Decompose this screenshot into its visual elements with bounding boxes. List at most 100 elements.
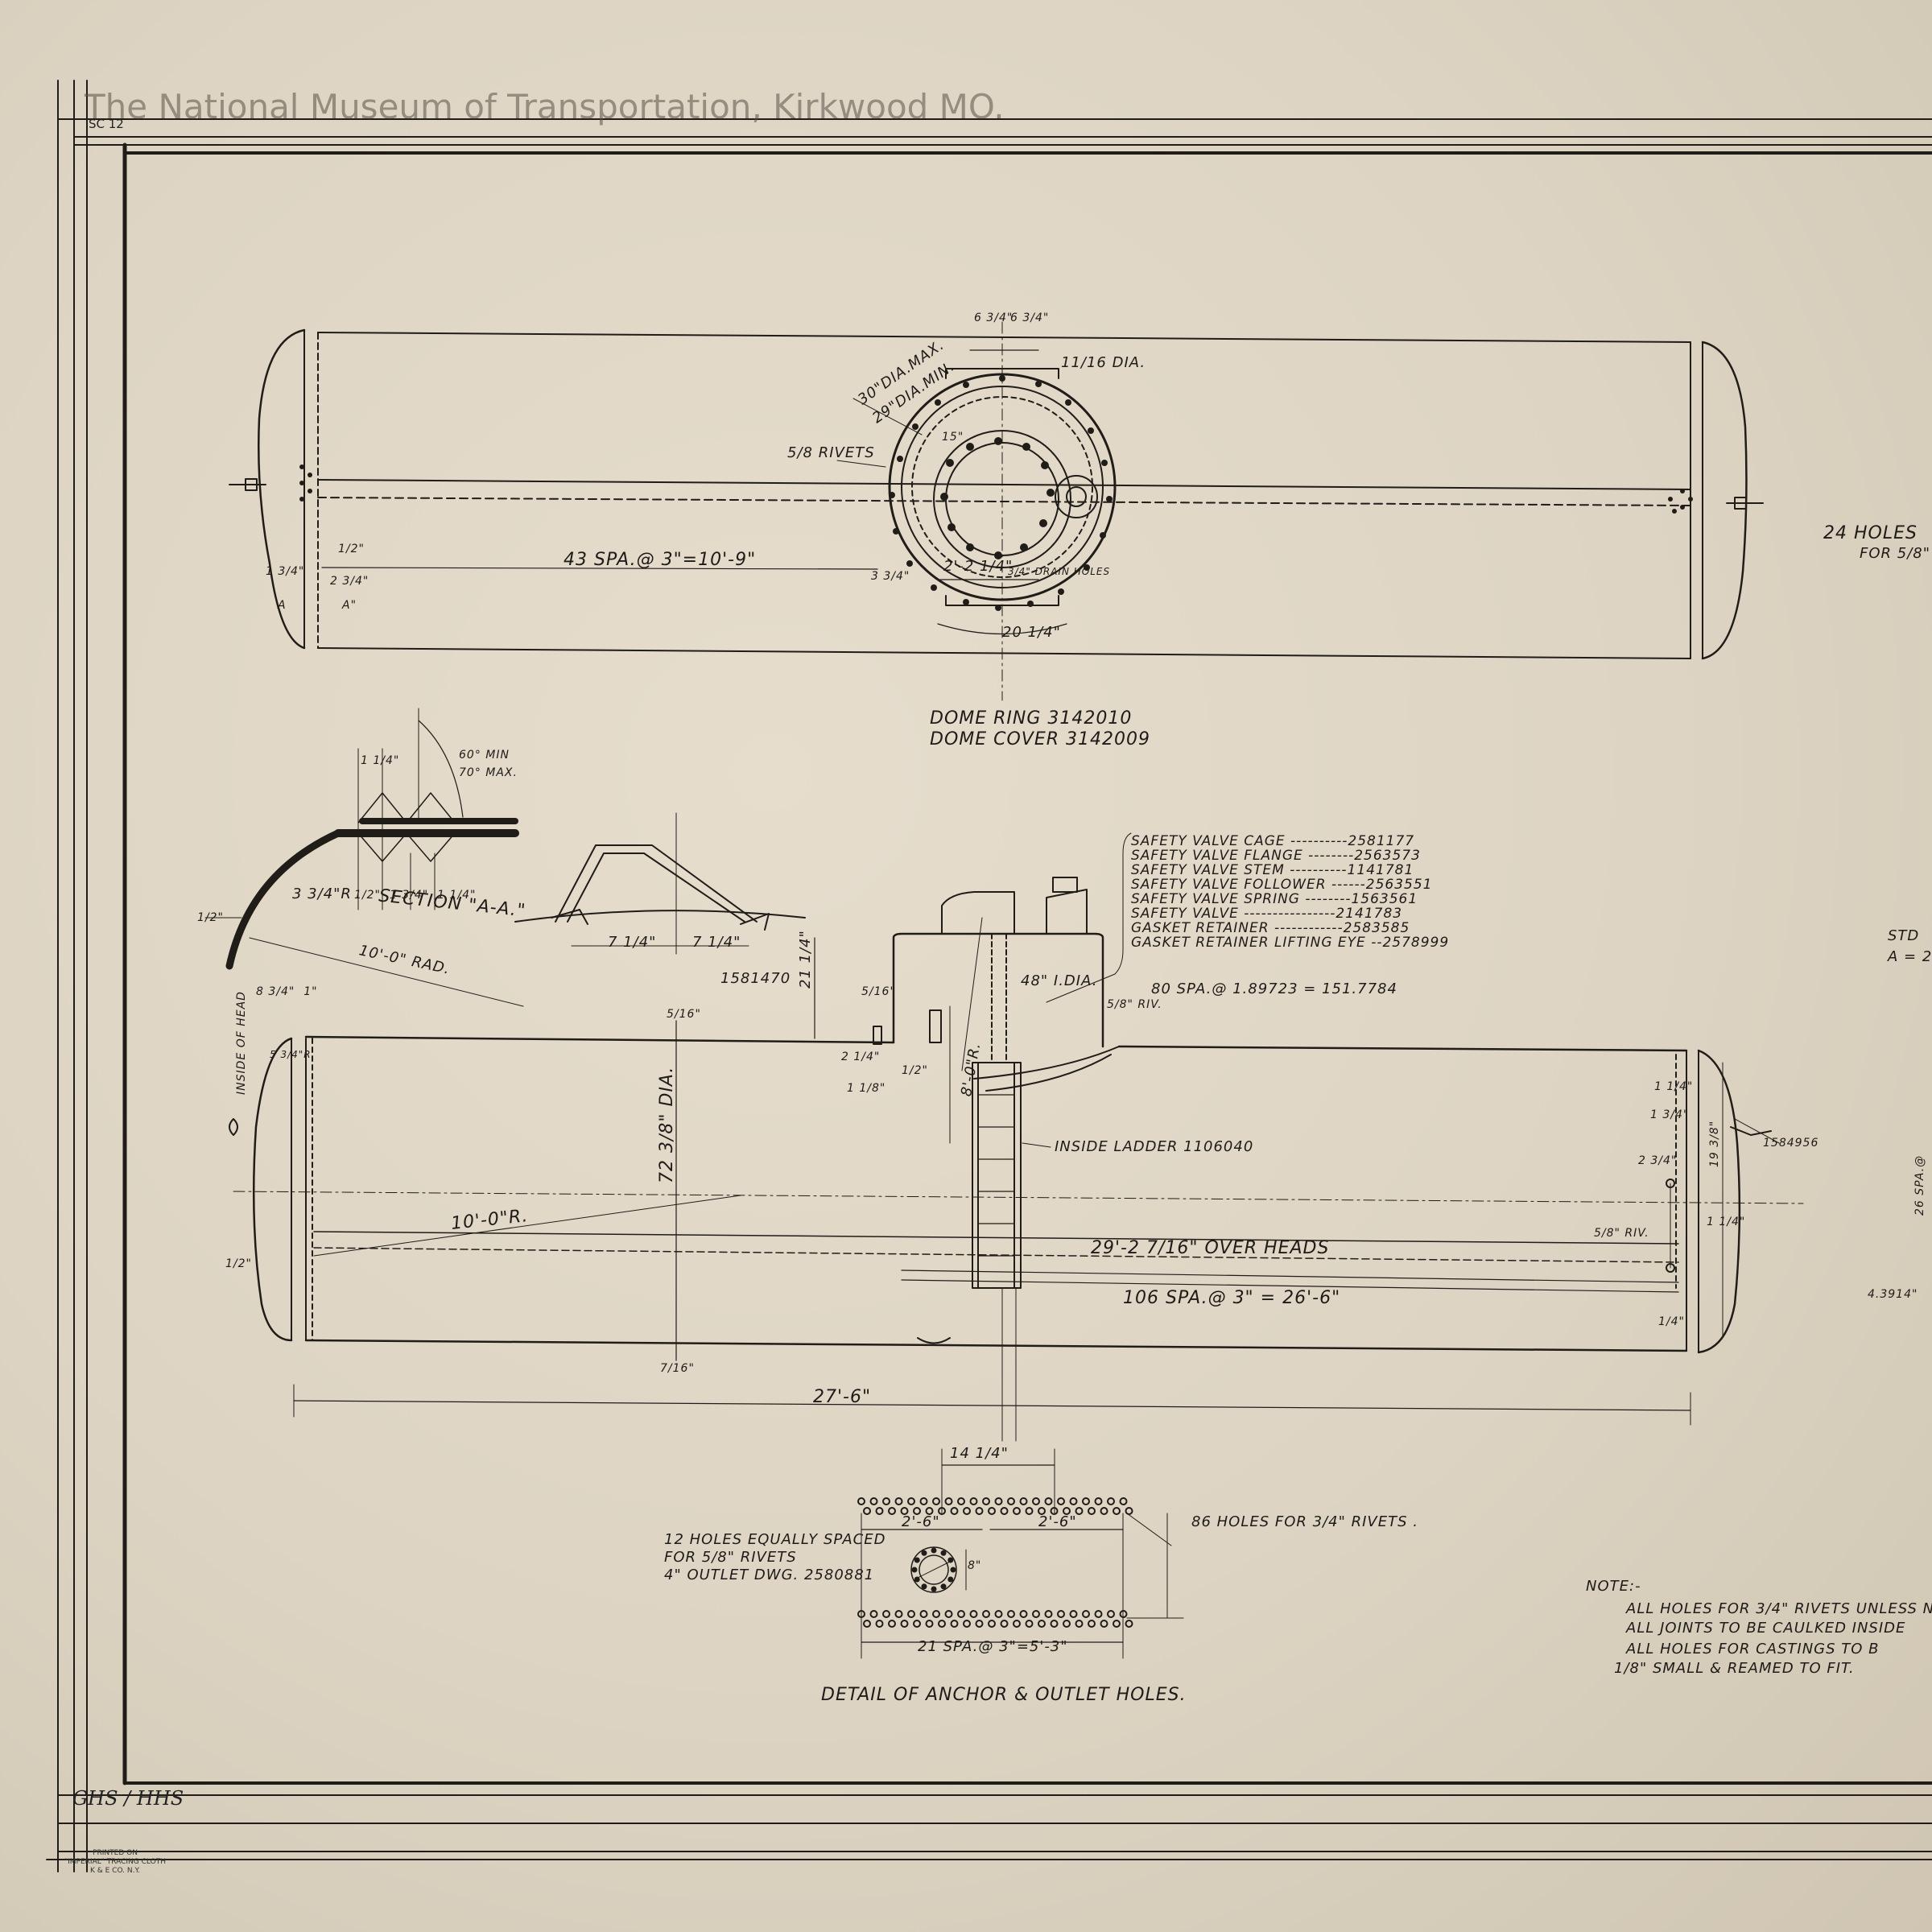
anchor-rivet-hole xyxy=(1007,1497,1015,1505)
elev-riv-5-8-b: 5/8" RIV. xyxy=(1594,1227,1649,1240)
anchor-rivet-hole xyxy=(913,1620,921,1628)
anchor-rivet-hole xyxy=(882,1497,890,1505)
elev-over-heads: 29'-2 7/16" OVER HEADS xyxy=(1091,1238,1330,1258)
anchor-rivet-hole xyxy=(1032,1610,1040,1618)
outlet-rivet-hole xyxy=(914,1576,920,1583)
elev-dim-21: 21 1/4" xyxy=(797,930,814,989)
elev-dim-half: 1/2" xyxy=(225,1257,252,1270)
anchor-rivet-hole xyxy=(869,1610,878,1618)
anchor-holes-86: 86 HOLES FOR 3/4" RIVETS . xyxy=(1191,1513,1418,1530)
anchor-rivet-hole xyxy=(1119,1610,1128,1618)
section-angle-max: 70° MAX. xyxy=(459,766,518,779)
anchor-dim-14: 14 1/4" xyxy=(950,1445,1009,1462)
anchor-rivet-hole xyxy=(857,1610,865,1618)
elev-riv-5-8: 5/8" RIV. xyxy=(1107,998,1162,1011)
anchor-rivet-hole xyxy=(882,1610,890,1618)
section-radius: 3 3/4"R xyxy=(292,886,352,902)
anchor-rivet-hole xyxy=(1094,1610,1103,1618)
elev-part-1584956: 1584956 xyxy=(1763,1137,1819,1150)
saddle-dim-right: 7 1/4" xyxy=(692,934,741,951)
anchor-rivet-hole xyxy=(969,1497,978,1505)
anchor-rivet-hole xyxy=(932,1497,940,1505)
plan-holes-for: FOR 5/8" xyxy=(1860,545,1930,562)
anchor-rivet-hole xyxy=(1013,1620,1021,1628)
anchor-holes-12-a: 12 HOLES EQUALLY SPACED xyxy=(664,1531,886,1548)
elev-overall-length: 27'-6" xyxy=(813,1387,872,1407)
anchor-rivet-hole xyxy=(857,1497,865,1505)
anchor-rivet-hole xyxy=(1019,1610,1028,1618)
printer-note: PRINTED ON "IMPERIAL" TRACING CLOTH K & … xyxy=(64,1849,166,1875)
anchor-rivet-hole xyxy=(969,1610,978,1618)
anchor-rivet-hole xyxy=(1044,1610,1053,1618)
anchor-rivet-rows xyxy=(857,1497,1133,1628)
anchor-detail-title: DETAIL OF ANCHOR & OUTLET HOLES. xyxy=(821,1685,1187,1705)
anchor-rivet-hole xyxy=(963,1620,971,1628)
outlet-rivet-hole xyxy=(940,1550,947,1556)
right-spa26: 26 SPA.@ xyxy=(1913,1154,1926,1216)
anchor-rivet-hole xyxy=(944,1497,953,1505)
anchor-holes-12-b: FOR 5/8" RIVETS xyxy=(664,1549,797,1566)
anchor-rivet-hole xyxy=(919,1497,928,1505)
elev-inside-ladder: INSIDE LADDER 1106040 xyxy=(1055,1138,1254,1155)
anchor-rivet-hole xyxy=(1038,1507,1046,1515)
plan-rivets-label: 5/8 RIVETS xyxy=(787,444,875,461)
valve-part-item: SAFETY VALVE ----------------2141783 xyxy=(1131,906,1403,922)
anchor-rivet-hole xyxy=(1100,1620,1108,1628)
valve-part-item: SAFETY VALVE CAGE ----------2581177 xyxy=(1131,833,1415,849)
elev-rivet-106: 106 SPA.@ 3" = 26'-6" xyxy=(1123,1288,1341,1308)
draftsman-initials: GHS / HHS xyxy=(72,1787,184,1810)
outlet-rivet-hole xyxy=(914,1557,920,1563)
anchor-rivet-hole xyxy=(1119,1497,1128,1505)
plan-dim-15: 15" xyxy=(942,431,964,444)
plan-view xyxy=(229,321,1764,701)
elev-dim-1-3-4: 1 3/4" xyxy=(1650,1108,1690,1121)
anchor-rivet-hole xyxy=(1057,1610,1065,1618)
valve-part-item: GASKET RETAINER LIFTING EYE --2578999 xyxy=(1131,935,1450,951)
right-a-eq: A = 2( xyxy=(1888,948,1932,965)
anchor-rivet-hole xyxy=(1025,1507,1034,1515)
plan-dim-1-3-4: 1 3/4" xyxy=(266,565,305,578)
anchor-rivet-hole xyxy=(988,1620,996,1628)
ladder-rungs xyxy=(977,1094,1015,1257)
notes-line-4: 1/8" SMALL & REAMED TO FIT. xyxy=(1614,1660,1855,1677)
plan-drain-holes: 3/4" DRAIN HOLES xyxy=(1008,566,1111,577)
elev-part-1581470: 1581470 xyxy=(720,970,791,987)
plan-spacing-top-a: 6 3/4" xyxy=(974,312,1013,324)
anchor-rivet-hole xyxy=(1125,1620,1133,1628)
right-val: 4.3914" xyxy=(1868,1288,1918,1301)
dome-cover-part: DOME COVER 3142009 xyxy=(930,729,1151,749)
anchor-rivet-hole xyxy=(1094,1497,1103,1505)
valve-part-item: SAFETY VALVE STEM ----------1141781 xyxy=(1131,862,1414,878)
anchor-rivet-hole xyxy=(1075,1507,1084,1515)
outlet-rivet-hole xyxy=(931,1586,937,1592)
elev-dim-7-16: 7/16" xyxy=(660,1362,695,1375)
anchor-detail xyxy=(861,1448,1184,1659)
anchor-rivet-hole xyxy=(1069,1497,1078,1505)
outlet-rivet-hole xyxy=(931,1547,937,1554)
outlet-rivet-hole xyxy=(950,1567,956,1573)
anchor-rivet-hole xyxy=(932,1610,940,1618)
anchor-rivet-hole xyxy=(1000,1507,1009,1515)
anchor-rivet-hole xyxy=(1113,1620,1121,1628)
anchor-rivet-hole xyxy=(925,1620,934,1628)
anchor-rivet-hole xyxy=(875,1507,884,1515)
anchor-rivet-hole xyxy=(982,1497,990,1505)
notes-heading: NOTE:- xyxy=(1586,1578,1641,1595)
plan-rivet-spacing: 43 SPA.@ 3"=10'-9" xyxy=(564,550,757,570)
elev-dim-1-2: 1/2" xyxy=(902,1064,928,1077)
plan-spacing-top-b: 6 3/4" xyxy=(1010,312,1050,324)
outlet-rivet-hole xyxy=(911,1567,918,1573)
valve-part-item: GASKET RETAINER ------------2583585 xyxy=(1131,920,1410,936)
elev-dim-1-1-4-b: 1 1/4" xyxy=(1707,1216,1746,1228)
anchor-rivet-hole xyxy=(1044,1497,1053,1505)
elev-dim-5-16: 5/16" xyxy=(667,1008,701,1021)
anchor-rivet-hole xyxy=(963,1507,971,1515)
plan-dim-2-3-4: 2 3/4" xyxy=(330,575,369,588)
elev-rivet-spacing: 80 SPA.@ 1.89723 = 151.7784 xyxy=(1151,980,1397,997)
anchor-rivet-hole xyxy=(1063,1507,1071,1515)
plan-dim-20-1-4: 20 1/4" xyxy=(1002,624,1061,641)
dome-rivets xyxy=(299,375,1693,611)
